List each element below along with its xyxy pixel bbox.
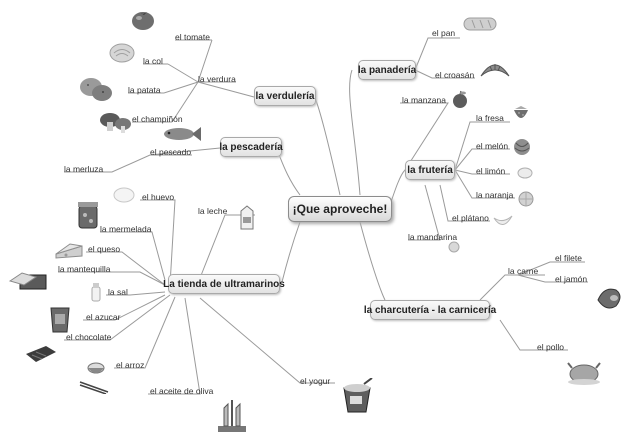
salt-icon	[91, 283, 101, 302]
branch-tienda[interactable]: La tienda de ultramarinos	[163, 274, 285, 294]
leaf-croasan: el croasán	[435, 70, 475, 80]
branch-charcuteria[interactable]: la charcutería - la carnicería	[364, 300, 496, 320]
leaf-queso: el queso	[88, 244, 121, 254]
milk-icon	[240, 205, 254, 230]
leaf-arroz: el arroz	[116, 360, 145, 370]
fish-icon	[164, 127, 201, 141]
leaf-patata: la patata	[128, 85, 161, 95]
chocolate-icon	[26, 346, 56, 362]
leaf-mantequilla: la mantequilla	[58, 264, 111, 274]
sugar-icon	[50, 307, 70, 333]
bread-icon	[463, 17, 497, 31]
orange-icon	[518, 191, 534, 207]
leaf-azucar: el azucar	[86, 312, 121, 322]
chicken-icon	[567, 362, 601, 385]
branch-pescaderia[interactable]: la pescadería	[219, 137, 283, 157]
leaf-yogur: el yogur	[300, 376, 331, 386]
jam-icon	[78, 202, 98, 229]
leaf-naranja: la naranja	[476, 190, 514, 200]
leaf-huevo: el huevo	[142, 192, 175, 202]
leaf-pan: el pan	[432, 28, 456, 38]
banana-icon	[493, 215, 513, 225]
branch-verduleria[interactable]: la verdulería	[254, 86, 316, 106]
leaf-tomate: el tomate	[175, 32, 210, 42]
leaf-pollo: el pollo	[537, 342, 564, 352]
leaf-mandarina: la mandarina	[408, 232, 458, 242]
croissant-icon	[480, 64, 510, 77]
ham-icon	[597, 288, 621, 309]
rice-icon	[79, 362, 109, 394]
central-topic[interactable]: ¡Que aproveche!	[288, 196, 392, 222]
cheese-icon	[55, 243, 83, 259]
apple-icon	[453, 90, 467, 108]
leaf-fresa: la fresa	[476, 113, 504, 123]
leaf-manzana: la manzana	[402, 95, 446, 105]
butter-icon	[8, 272, 47, 290]
mushroom-icon	[100, 113, 131, 133]
leaf-limon: el limón	[476, 166, 506, 176]
leaf-col: la col	[143, 56, 163, 66]
branch-fruteria[interactable]: la frutería	[405, 160, 455, 180]
cabbage-icon	[109, 43, 135, 63]
leaf-verdura: la verdura	[198, 74, 236, 84]
leaf-mermelada: la mermelada	[100, 224, 152, 234]
leaf-champinon: el champiñón	[132, 114, 183, 124]
leaf-carne: la carne	[508, 266, 539, 276]
leaf-filete: el filete	[555, 253, 582, 263]
lemon-icon	[517, 167, 533, 179]
egg-icon	[113, 187, 135, 203]
leaf-melon: el melón	[476, 141, 509, 151]
leaf-chocolate: el chocolate	[66, 332, 112, 342]
melon-icon	[514, 139, 530, 155]
leaf-sal: la sal	[108, 287, 128, 297]
leaf-pescado: el pescado	[150, 147, 192, 157]
yogurt-icon	[343, 378, 373, 413]
oil-icon	[218, 400, 246, 432]
leaf-platano: el plátano	[452, 213, 489, 223]
mandarin-icon	[448, 241, 460, 253]
leaf-aceite: el aceite de oliva	[150, 386, 214, 396]
branch-panaderia[interactable]: la panadería	[358, 60, 416, 80]
strawberry-icon	[514, 106, 528, 118]
leaf-leche: la leche	[198, 206, 228, 216]
potato-icon	[80, 78, 112, 101]
leaf-merluza: la merluza	[64, 164, 104, 174]
tomato-icon	[132, 12, 154, 30]
leaf-jamon: el jamón	[555, 274, 588, 284]
